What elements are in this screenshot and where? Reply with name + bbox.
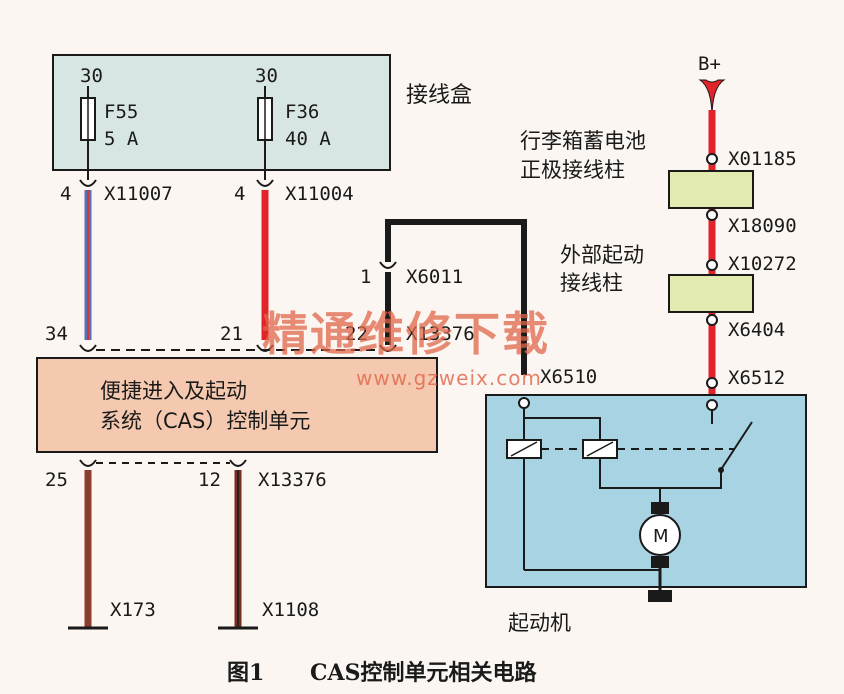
jump-post-label-2: 接线柱 xyxy=(560,271,623,295)
jump-post-label-1: 外部起动 xyxy=(560,243,644,267)
battery-post-conn-bottom: X18090 xyxy=(728,215,797,237)
cas-bottom-connector-2 xyxy=(229,459,247,467)
battery-positive-post xyxy=(668,170,754,209)
battery-supply-label: B+ xyxy=(698,53,721,75)
battery-post-label-1: 行李箱蓄电池 xyxy=(520,129,646,153)
starter-ground-symbol xyxy=(648,590,672,602)
junction-box xyxy=(52,54,391,171)
starter-conn-left: X6510 xyxy=(540,366,597,388)
battery-post-node-bottom xyxy=(706,209,718,221)
starter-relay-coil-1-slash xyxy=(510,441,538,457)
connector-x11004-pin: 4 xyxy=(234,183,245,205)
battery-supply-arrow xyxy=(698,79,726,119)
starter-motor-label: M xyxy=(653,526,669,547)
starter-motor-brush-top xyxy=(651,502,669,514)
figure-caption-title: CAS控制单元相关电路 xyxy=(310,660,537,686)
battery-post-label-2: 正极接线柱 xyxy=(520,158,625,182)
battery-post-node-top xyxy=(706,153,718,165)
fuse1-name: F55 xyxy=(104,101,138,123)
cas-pin-34: 34 xyxy=(45,323,68,345)
figure-caption-number: 图1 xyxy=(227,660,264,686)
cas-top-connector-1 xyxy=(79,344,97,352)
wire-x6011-loop xyxy=(385,219,527,375)
jump-post-conn-top: X10272 xyxy=(728,253,797,275)
cas-bottom-connector-1 xyxy=(79,459,97,467)
starter-node-left xyxy=(518,397,530,409)
watermark-title: 精通维修下载 xyxy=(262,307,550,361)
starter-label: 起动机 xyxy=(508,611,571,635)
connector-x6011-label: X6011 xyxy=(406,266,463,288)
jump-start-post xyxy=(668,274,754,313)
fuse2-name: F36 xyxy=(285,101,319,123)
starter-relay-coil-2-slash xyxy=(586,441,614,457)
cas-connector-top: X13376 xyxy=(406,323,475,345)
fuse2-terminal: 30 xyxy=(255,65,278,87)
connector-x11004-label: X11004 xyxy=(285,183,354,205)
connector-x6011-symbol xyxy=(379,261,397,269)
starter-wire-top-branch xyxy=(524,417,601,440)
battery-post-conn-top: X01185 xyxy=(728,148,797,170)
starter-switch-blade xyxy=(721,421,753,469)
fuse2-rating: 40 A xyxy=(285,128,331,150)
fuse1-rating: 5 A xyxy=(104,128,139,150)
ground-x173-label: X173 xyxy=(110,599,156,621)
starter-node-right xyxy=(706,377,718,389)
starter-switch-contact xyxy=(718,467,724,473)
starter-node-right-inner xyxy=(706,399,718,411)
starter-motor-brush-bottom xyxy=(651,556,669,568)
connector-x11004-symbol xyxy=(256,179,274,187)
jump-post-conn-bottom: X6404 xyxy=(728,319,785,341)
starter-motor-symbol xyxy=(639,514,681,556)
starter-motor-housing xyxy=(485,394,807,588)
cas-top-connector-3 xyxy=(379,344,397,352)
connector-x11007-pin: 4 xyxy=(60,183,71,205)
cas-unit-line1: 便捷进入及起动 xyxy=(100,379,247,403)
fuse1-terminal: 30 xyxy=(80,65,103,87)
cas-pin-21: 21 xyxy=(220,323,243,345)
cas-connector-bottom: X13376 xyxy=(258,469,327,491)
cas-pin-25: 25 xyxy=(45,469,68,491)
cas-pin-22: 22 xyxy=(345,323,368,345)
watermark-url: www.gzweix.com xyxy=(356,366,542,390)
cas-pin-12: 12 xyxy=(198,469,221,491)
cas-control-unit xyxy=(36,357,438,453)
cas-unit-line2: 系统（CAS）控制单元 xyxy=(100,409,310,433)
connector-x11007-symbol xyxy=(79,179,97,187)
jump-post-node-bottom xyxy=(706,314,718,326)
connector-x11007-label: X11007 xyxy=(104,183,173,205)
ground-x1108-label: X1108 xyxy=(262,599,319,621)
junction-box-label: 接线盒 xyxy=(406,83,472,108)
jump-post-node-top xyxy=(706,259,718,271)
connector-x6011-pin: 1 xyxy=(360,266,371,288)
starter-conn-right: X6512 xyxy=(728,367,785,389)
